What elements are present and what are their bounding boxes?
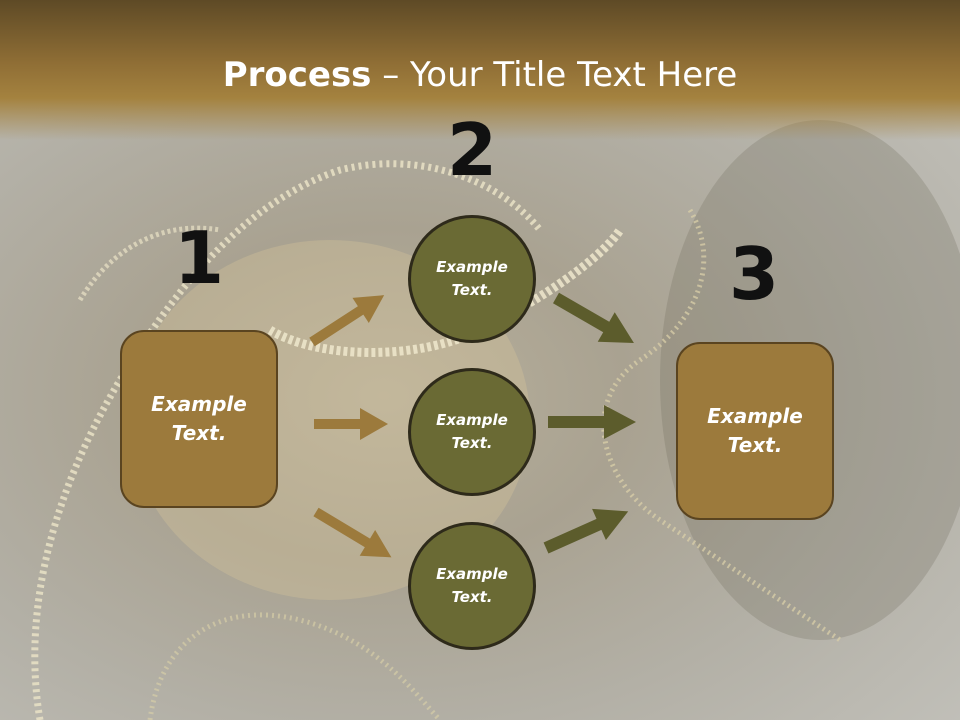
ornament-ribbon-1: [31, 160, 543, 720]
step-number-3: 3: [728, 232, 780, 316]
title-bar: [0, 0, 960, 140]
slide-title: Process – Your Title Text Here: [0, 52, 960, 98]
step-1-box: Example Text.: [120, 330, 278, 508]
ornament-ribbon-2: [267, 227, 624, 357]
arrow-middle-to-3: [548, 405, 636, 439]
step-3-box: Example Text.: [676, 342, 834, 520]
circle-middle-label: Example Text.: [436, 411, 508, 452]
step-1-label: Example Text.: [151, 392, 247, 445]
arrow-1-to-bottom: [313, 507, 392, 558]
circle-top-label: Example Text.: [436, 258, 508, 299]
arrow-top-to-3: [553, 292, 634, 343]
step-number-2: 2: [446, 108, 498, 192]
step-3-label: Example Text.: [707, 404, 803, 457]
arrow-1-to-top: [309, 295, 385, 347]
arrow-1-to-middle: [314, 408, 388, 440]
ornament-ribbon-4: [147, 612, 442, 720]
arrows-right-group: [543, 292, 636, 554]
arrow-bottom-to-3: [543, 508, 629, 554]
step-number-1: 1: [173, 216, 225, 300]
title-rest: – Your Title Text Here: [371, 55, 738, 95]
circle-middle: Example Text.: [408, 368, 536, 496]
circle-bottom: Example Text.: [408, 522, 536, 650]
title-bold: Process: [222, 55, 372, 95]
circle-top: Example Text.: [408, 215, 536, 343]
circle-bottom-label: Example Text.: [436, 565, 508, 606]
ornament-ribbon-5: [77, 225, 221, 302]
arrows-left-group: [309, 295, 392, 558]
